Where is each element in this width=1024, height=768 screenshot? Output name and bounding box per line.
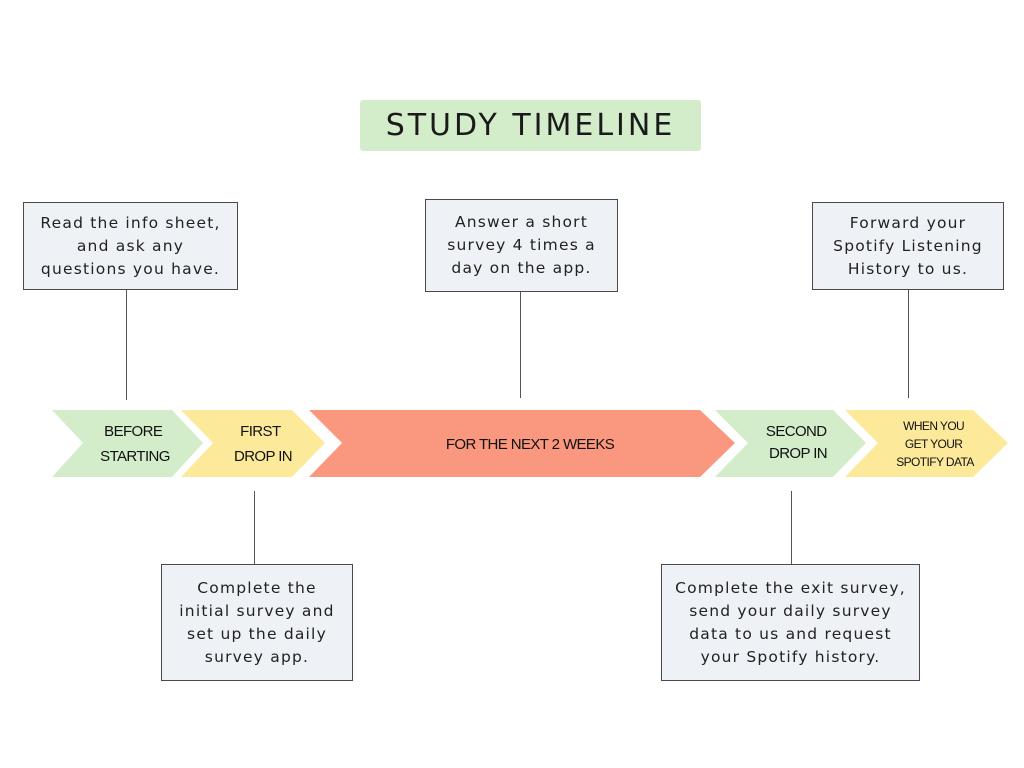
note-line: Complete the xyxy=(197,578,317,597)
stage-label-line: STARTING xyxy=(100,448,170,465)
stage-label-line: SECOND xyxy=(766,423,827,440)
connector-before-starting xyxy=(126,290,127,400)
note-line: questions you have. xyxy=(40,259,221,278)
note-line: set up the daily xyxy=(187,624,327,643)
note-second-drop-in: Complete the exit survey, send your dail… xyxy=(661,564,920,681)
page-title: STUDY TIMELINE xyxy=(385,108,676,143)
title-banner: STUDY TIMELINE xyxy=(360,100,701,151)
note-line: day on the app. xyxy=(451,259,592,277)
stage-second-drop-in-arrow xyxy=(715,410,866,477)
note-line: send your daily survey xyxy=(689,601,892,620)
note-line: data to us and request xyxy=(689,624,892,643)
stage-before-starting-label: BEFORE STARTING xyxy=(100,423,170,465)
note-next-2-weeks: Answer a short survey 4 times a day on t… xyxy=(425,199,618,292)
note-line: History to us. xyxy=(847,259,969,278)
note-line: initial survey and xyxy=(179,601,335,620)
connector-first-drop-in xyxy=(254,491,255,564)
stage-label-line: WHEN YOU xyxy=(903,419,964,433)
stage-label-line: FIRST xyxy=(240,423,281,440)
stage-first-drop-in-label: FIRST DROP IN xyxy=(234,423,292,465)
stage-next-2-weeks-arrow xyxy=(309,410,735,477)
connector-next-2-weeks xyxy=(520,292,521,398)
stage-spotify-data-label: WHEN YOU GET YOUR SPOTIFY DATA xyxy=(896,419,974,469)
stage-next-2-weeks-label: FOR THE NEXT 2 WEEKS xyxy=(446,436,615,453)
stage-second-drop-in-label: SECOND DROP IN xyxy=(766,423,830,462)
stage-label-line: FOR THE NEXT 2 WEEKS xyxy=(446,436,615,453)
stage-label-line: DROP IN xyxy=(769,445,827,462)
stage-label-line: BEFORE xyxy=(104,423,163,440)
note-line: your Spotify history. xyxy=(700,647,881,666)
stage-label-line: SPOTIFY DATA xyxy=(896,455,974,469)
stage-first-drop-in-arrow xyxy=(181,410,325,477)
stage-label-line: DROP IN xyxy=(234,448,292,465)
stage-before-starting-arrow xyxy=(52,410,203,477)
note-before-starting: Read the info sheet, and ask any questio… xyxy=(23,202,238,290)
note-line: Complete the exit survey, xyxy=(675,578,906,597)
connector-second-drop-in xyxy=(791,491,792,564)
note-line: survey 4 times a xyxy=(447,236,596,254)
stage-spotify-data-arrow xyxy=(845,410,1008,477)
note-line: and ask any xyxy=(76,236,185,255)
connector-spotify-data xyxy=(908,290,909,398)
note-line: Spotify Listening xyxy=(833,236,983,255)
note-line: Read the info sheet, xyxy=(40,213,221,232)
stage-label-line: GET YOUR xyxy=(905,437,963,451)
note-first-drop-in: Complete the initial survey and set up t… xyxy=(161,564,353,681)
note-line: survey app. xyxy=(204,647,310,666)
note-line: Forward your xyxy=(849,213,967,232)
note-line: Answer a short xyxy=(454,213,589,231)
note-spotify-data: Forward your Spotify Listening History t… xyxy=(812,202,1004,290)
